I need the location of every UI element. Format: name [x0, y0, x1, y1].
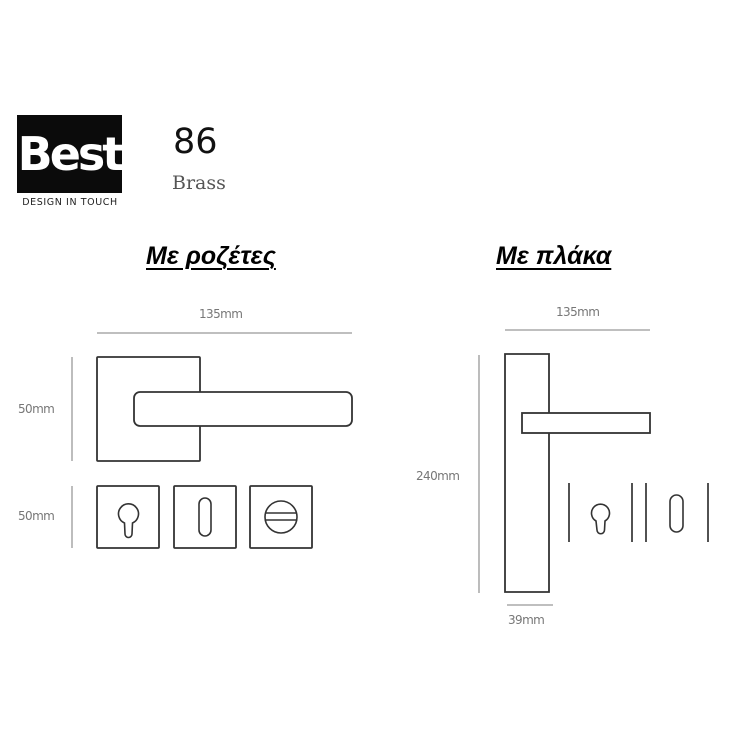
- plate-height-dimension-label: 240mm: [416, 469, 460, 483]
- section-title-plate: Με πλάκα: [496, 242, 612, 270]
- rose-height-dimension-label: 50mm: [18, 402, 55, 416]
- escutcheon-height-dimension-label: 50mm: [18, 509, 55, 523]
- brand-logo: [17, 115, 122, 193]
- brand-logo-text: Best: [17, 127, 125, 181]
- plate-width-dimension-label: 135mm: [556, 305, 600, 319]
- euro-cylinder-escutcheon: [96, 485, 160, 549]
- product-model: 86: [173, 122, 218, 162]
- product-material: Brass: [172, 172, 226, 194]
- oval-keyhole-escutcheon: [173, 485, 237, 549]
- plate-narrow-width-dimension-label: 39mm: [508, 613, 545, 627]
- wc-turn-escutcheon: [249, 485, 313, 549]
- width-dimension-label: 135mm: [199, 307, 243, 321]
- plate-handle-drawing: [504, 353, 651, 593]
- plate-option-euro-cylinder: [568, 483, 633, 542]
- plate-option-oval-keyhole: [645, 483, 709, 542]
- brand-tagline: DESIGN IN TOUCH: [22, 197, 118, 208]
- section-title-roses: Με ροζέτες: [146, 242, 276, 270]
- rose-handle-drawing: [96, 356, 353, 462]
